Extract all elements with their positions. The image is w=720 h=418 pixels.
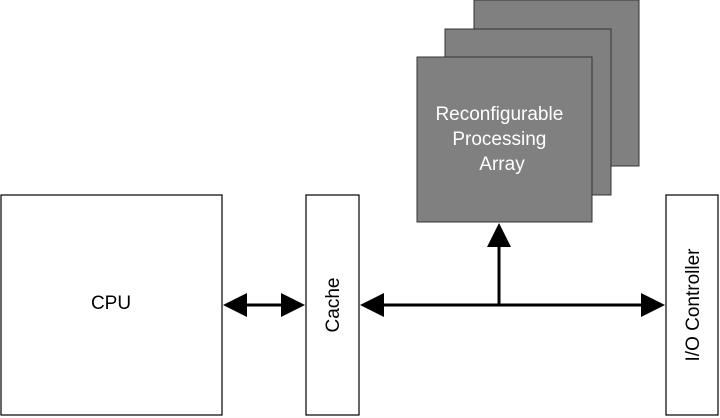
cpu-box <box>0 194 223 416</box>
rpa-label-line-2: Processing <box>452 129 546 150</box>
io-controller-box <box>665 194 719 416</box>
cache-label: Cache <box>323 278 344 333</box>
rpa-label-line-1: Reconfigurable <box>435 104 563 125</box>
rpa-layer-front <box>416 56 593 223</box>
io-controller-block: I/O Controller <box>665 194 719 416</box>
rpa-label: Reconfigurable Processing Array <box>435 104 568 175</box>
cpu-label: CPU <box>91 293 131 314</box>
cache-box <box>305 194 360 416</box>
cpu-block: CPU <box>0 194 223 416</box>
io-controller-label: I/O Controller <box>683 248 704 362</box>
rpa-stack: Reconfigurable Processing Array <box>416 0 640 223</box>
cache-block: Cache <box>305 194 360 416</box>
rpa-label-line-3: Array <box>479 154 525 175</box>
